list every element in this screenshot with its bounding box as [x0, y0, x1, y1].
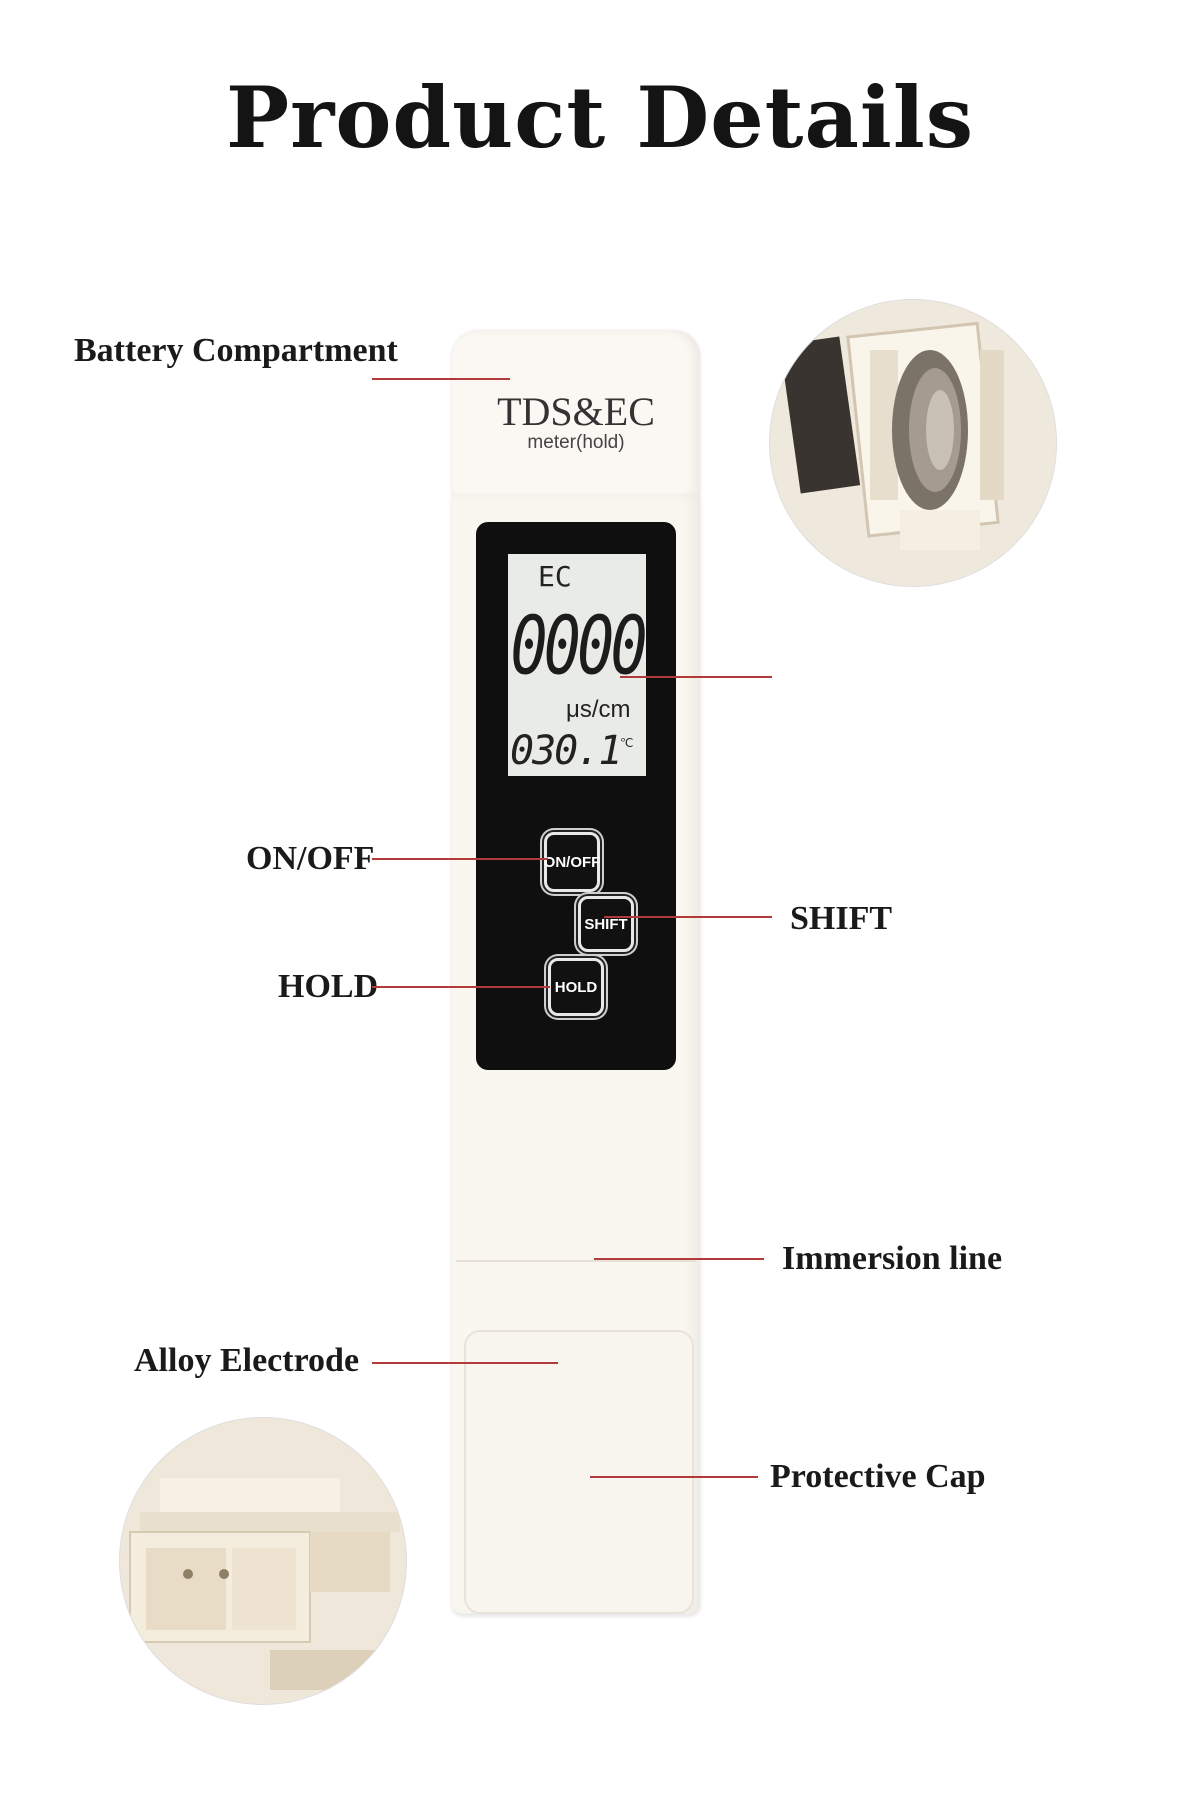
- leader-electrode: [372, 1362, 558, 1364]
- callout-alloy-electrode: Alloy Electrode: [134, 1342, 360, 1379]
- callout-hold: HOLD: [278, 968, 379, 1005]
- callout-protective-cap: Protective Cap: [770, 1458, 986, 1495]
- leader-on-off: [372, 858, 548, 860]
- battery-inset-image: [770, 300, 1056, 586]
- meter-brand: TDS&EC: [497, 389, 655, 434]
- lcd-mode: EC: [538, 560, 572, 593]
- battery-compartment: [452, 330, 700, 500]
- immersion-line: [456, 1260, 696, 1262]
- leader-immersion: [594, 1258, 764, 1260]
- electrode-inset-image: [120, 1418, 406, 1704]
- shift-button[interactable]: SHIFT: [578, 896, 634, 952]
- leader-battery: [372, 378, 510, 380]
- meter-model: meter(hold): [527, 432, 625, 453]
- callout-shift: SHIFT: [790, 900, 893, 937]
- leader-shift: [604, 916, 772, 918]
- callout-on-off: ON/OFF: [246, 840, 375, 877]
- page-title: Product Details: [225, 68, 975, 167]
- protective-cap: [464, 1330, 694, 1614]
- leader-display: [620, 676, 772, 678]
- lcd-main-reading: 0000: [510, 598, 647, 693]
- leader-cap: [590, 1476, 758, 1478]
- leader-hold: [372, 986, 550, 988]
- callout-immersion-line: Immersion line: [782, 1240, 1003, 1277]
- lcd-temp-unit: ℃: [620, 736, 634, 750]
- callout-battery-compartment: Battery Compartment: [74, 332, 398, 369]
- lcd-unit: μs/cm: [566, 696, 631, 723]
- onoff-button[interactable]: ON/OFF: [544, 832, 600, 892]
- lcd-temperature: 030.1: [510, 728, 622, 774]
- hold-button[interactable]: HOLD: [548, 958, 604, 1016]
- lcd-display: [508, 554, 646, 776]
